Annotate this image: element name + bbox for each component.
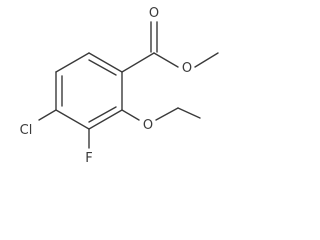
bond-ring-to-carbonyl bbox=[121, 52, 155, 73]
ether-oxygen-label: O bbox=[143, 118, 153, 133]
ethoxy-group: O bbox=[121, 107, 201, 133]
chloro-substituent: Cl bbox=[20, 109, 57, 138]
ring-double-bond-c2-c3 bbox=[88, 106, 117, 123]
ester-oxygen-label: O bbox=[182, 61, 192, 76]
ring-bond-c6-c1 bbox=[88, 52, 123, 73]
chemical-structure: O O O Cl F bbox=[20, 6, 219, 166]
ring-double-bond-c6-c1 bbox=[88, 59, 117, 76]
fluoro-substituent: F bbox=[85, 128, 93, 166]
bond-ester-oxygen-to-methyl bbox=[194, 52, 219, 68]
bond-carbonyl-to-ester-oxygen bbox=[153, 52, 179, 68]
fluorine-label: F bbox=[85, 151, 92, 166]
bond-ring-to-ether-oxygen bbox=[121, 109, 140, 121]
bond-ether-oxygen-to-ch2 bbox=[155, 107, 179, 121]
carbonyl-oxygen-label: O bbox=[149, 6, 159, 21]
benzene-ring bbox=[55, 52, 123, 130]
ring-bond-c3-c4 bbox=[55, 109, 90, 130]
ring-bond-c2-c3 bbox=[88, 109, 123, 130]
bond-ch2-to-ch3 bbox=[177, 107, 201, 119]
ring-bond-c5-c6 bbox=[55, 52, 90, 73]
methyl-ester-group: O O bbox=[121, 6, 219, 76]
bond-ring-to-chlorine bbox=[38, 109, 57, 121]
chlorine-label: Cl bbox=[20, 123, 33, 138]
